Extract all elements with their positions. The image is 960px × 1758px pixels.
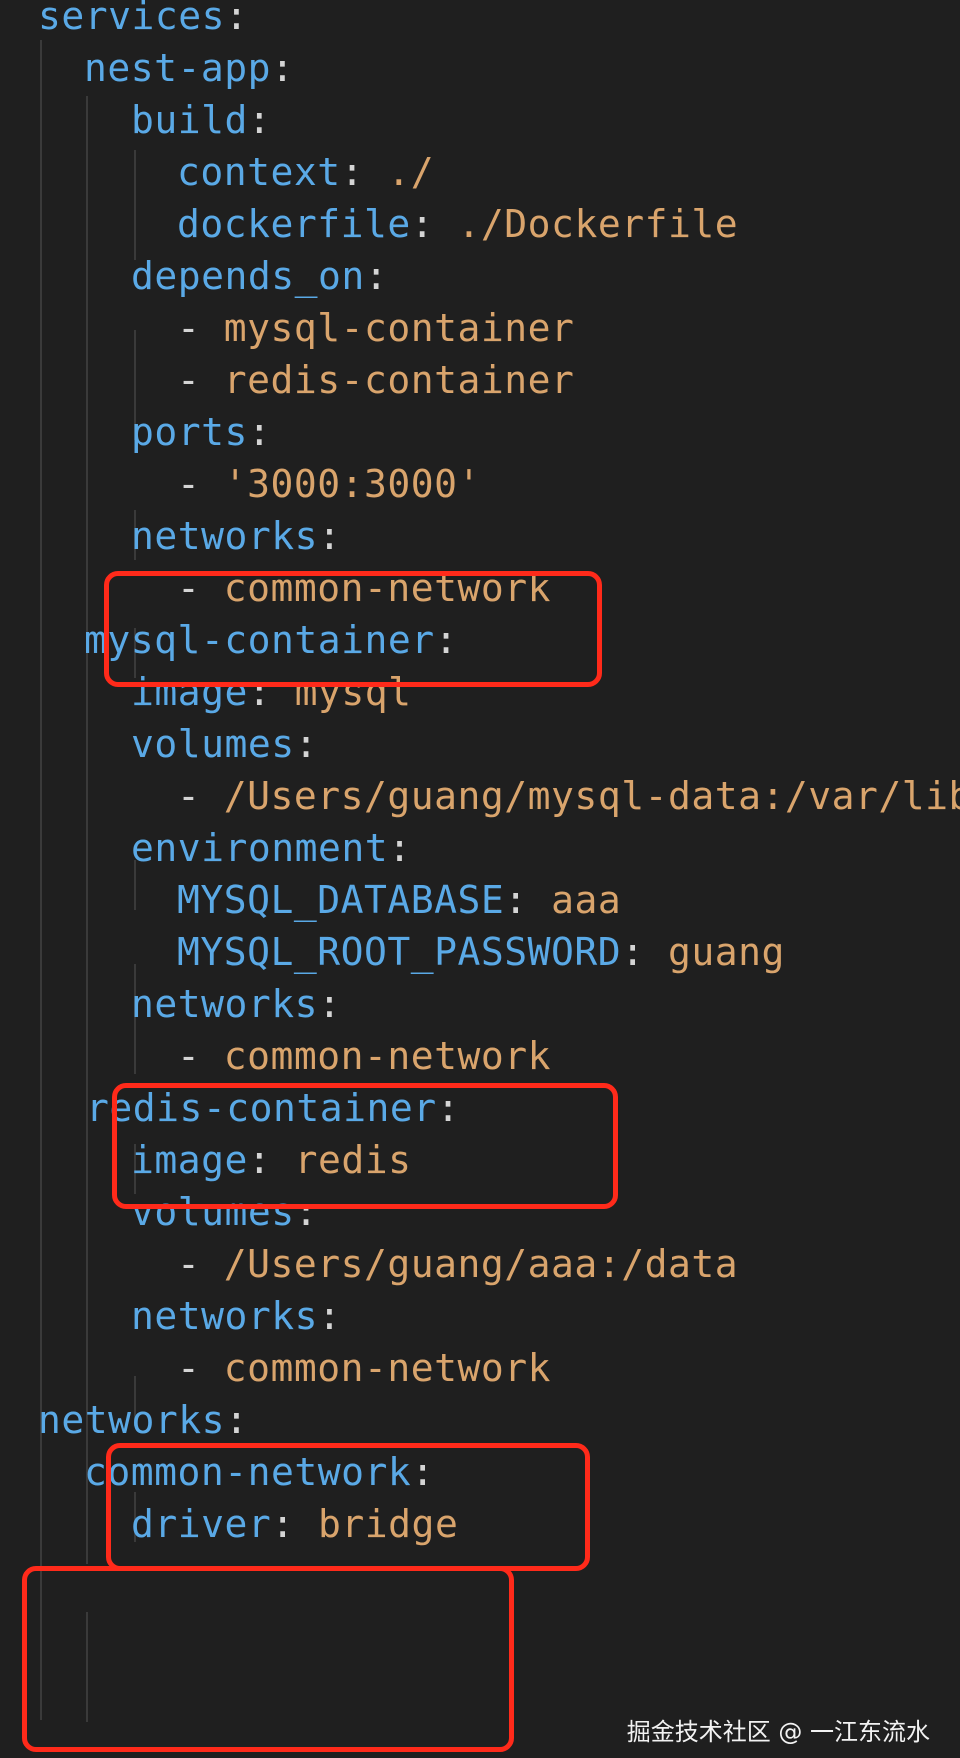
highlight-box [104,571,602,687]
indent-guide [134,330,136,440]
indent-guide [40,40,42,1720]
code-line: volumes: [131,722,319,766]
code-line: environment: [131,826,412,870]
code-line: nest-app: [84,46,295,90]
code-line: MYSQL_ROOT_PASSWORD: guang [177,930,785,974]
code-line: common-network: [84,1450,435,1494]
code-line: MYSQL_DATABASE: aaa [177,878,622,922]
code-line: ports: [131,410,272,454]
indent-guide [86,96,88,680]
code-line: networks: [131,514,342,558]
code-line: - common-network [177,1346,552,1390]
code-line: context: ./ [177,150,435,194]
code-line: image: redis [131,1138,412,1182]
highlight-box [106,1443,590,1571]
code-line: depends_on: [131,254,389,298]
indent-guide [86,678,88,1184]
indent-guide [134,964,136,1074]
code-line: build: [131,98,272,142]
code-line: driver: bridge [131,1502,459,1546]
code-line: - mysql-container [177,306,575,350]
code-line: mysql-container: [84,618,459,662]
indent-guide [134,150,136,260]
code-line: - '3000:3000' [177,462,481,506]
indent-guide [86,1612,88,1722]
code-line: - /Users/guang/mysql-data:/var/lib [177,774,960,818]
code-line: services: [38,0,249,38]
code-line: - common-network [177,1034,552,1078]
indent-guide [134,628,136,678]
indent-guide [134,1376,136,1426]
highlight-box [22,1566,514,1752]
code-line: networks: [38,1398,249,1442]
watermark: 掘金技术社区 @ 一江东流水 [626,1718,930,1746]
code-line: networks: [131,1294,342,1338]
highlight-box [112,1083,618,1209]
code-line: networks: [131,982,342,1026]
code-line: image: mysql [131,670,412,714]
code-line: redis-container: [86,1086,461,1130]
code-line: - /Users/guang/aaa:/data [177,1242,739,1286]
code-line: - redis-container [177,358,575,402]
indent-guide [134,510,136,560]
indent-guide [134,1492,136,1542]
indent-guide [134,1144,136,1194]
code-line: volumes: [131,1190,319,1234]
indent-guide [86,1144,88,1564]
code-line: dockerfile: ./Dockerfile [177,202,739,246]
indent-guide [134,860,136,910]
